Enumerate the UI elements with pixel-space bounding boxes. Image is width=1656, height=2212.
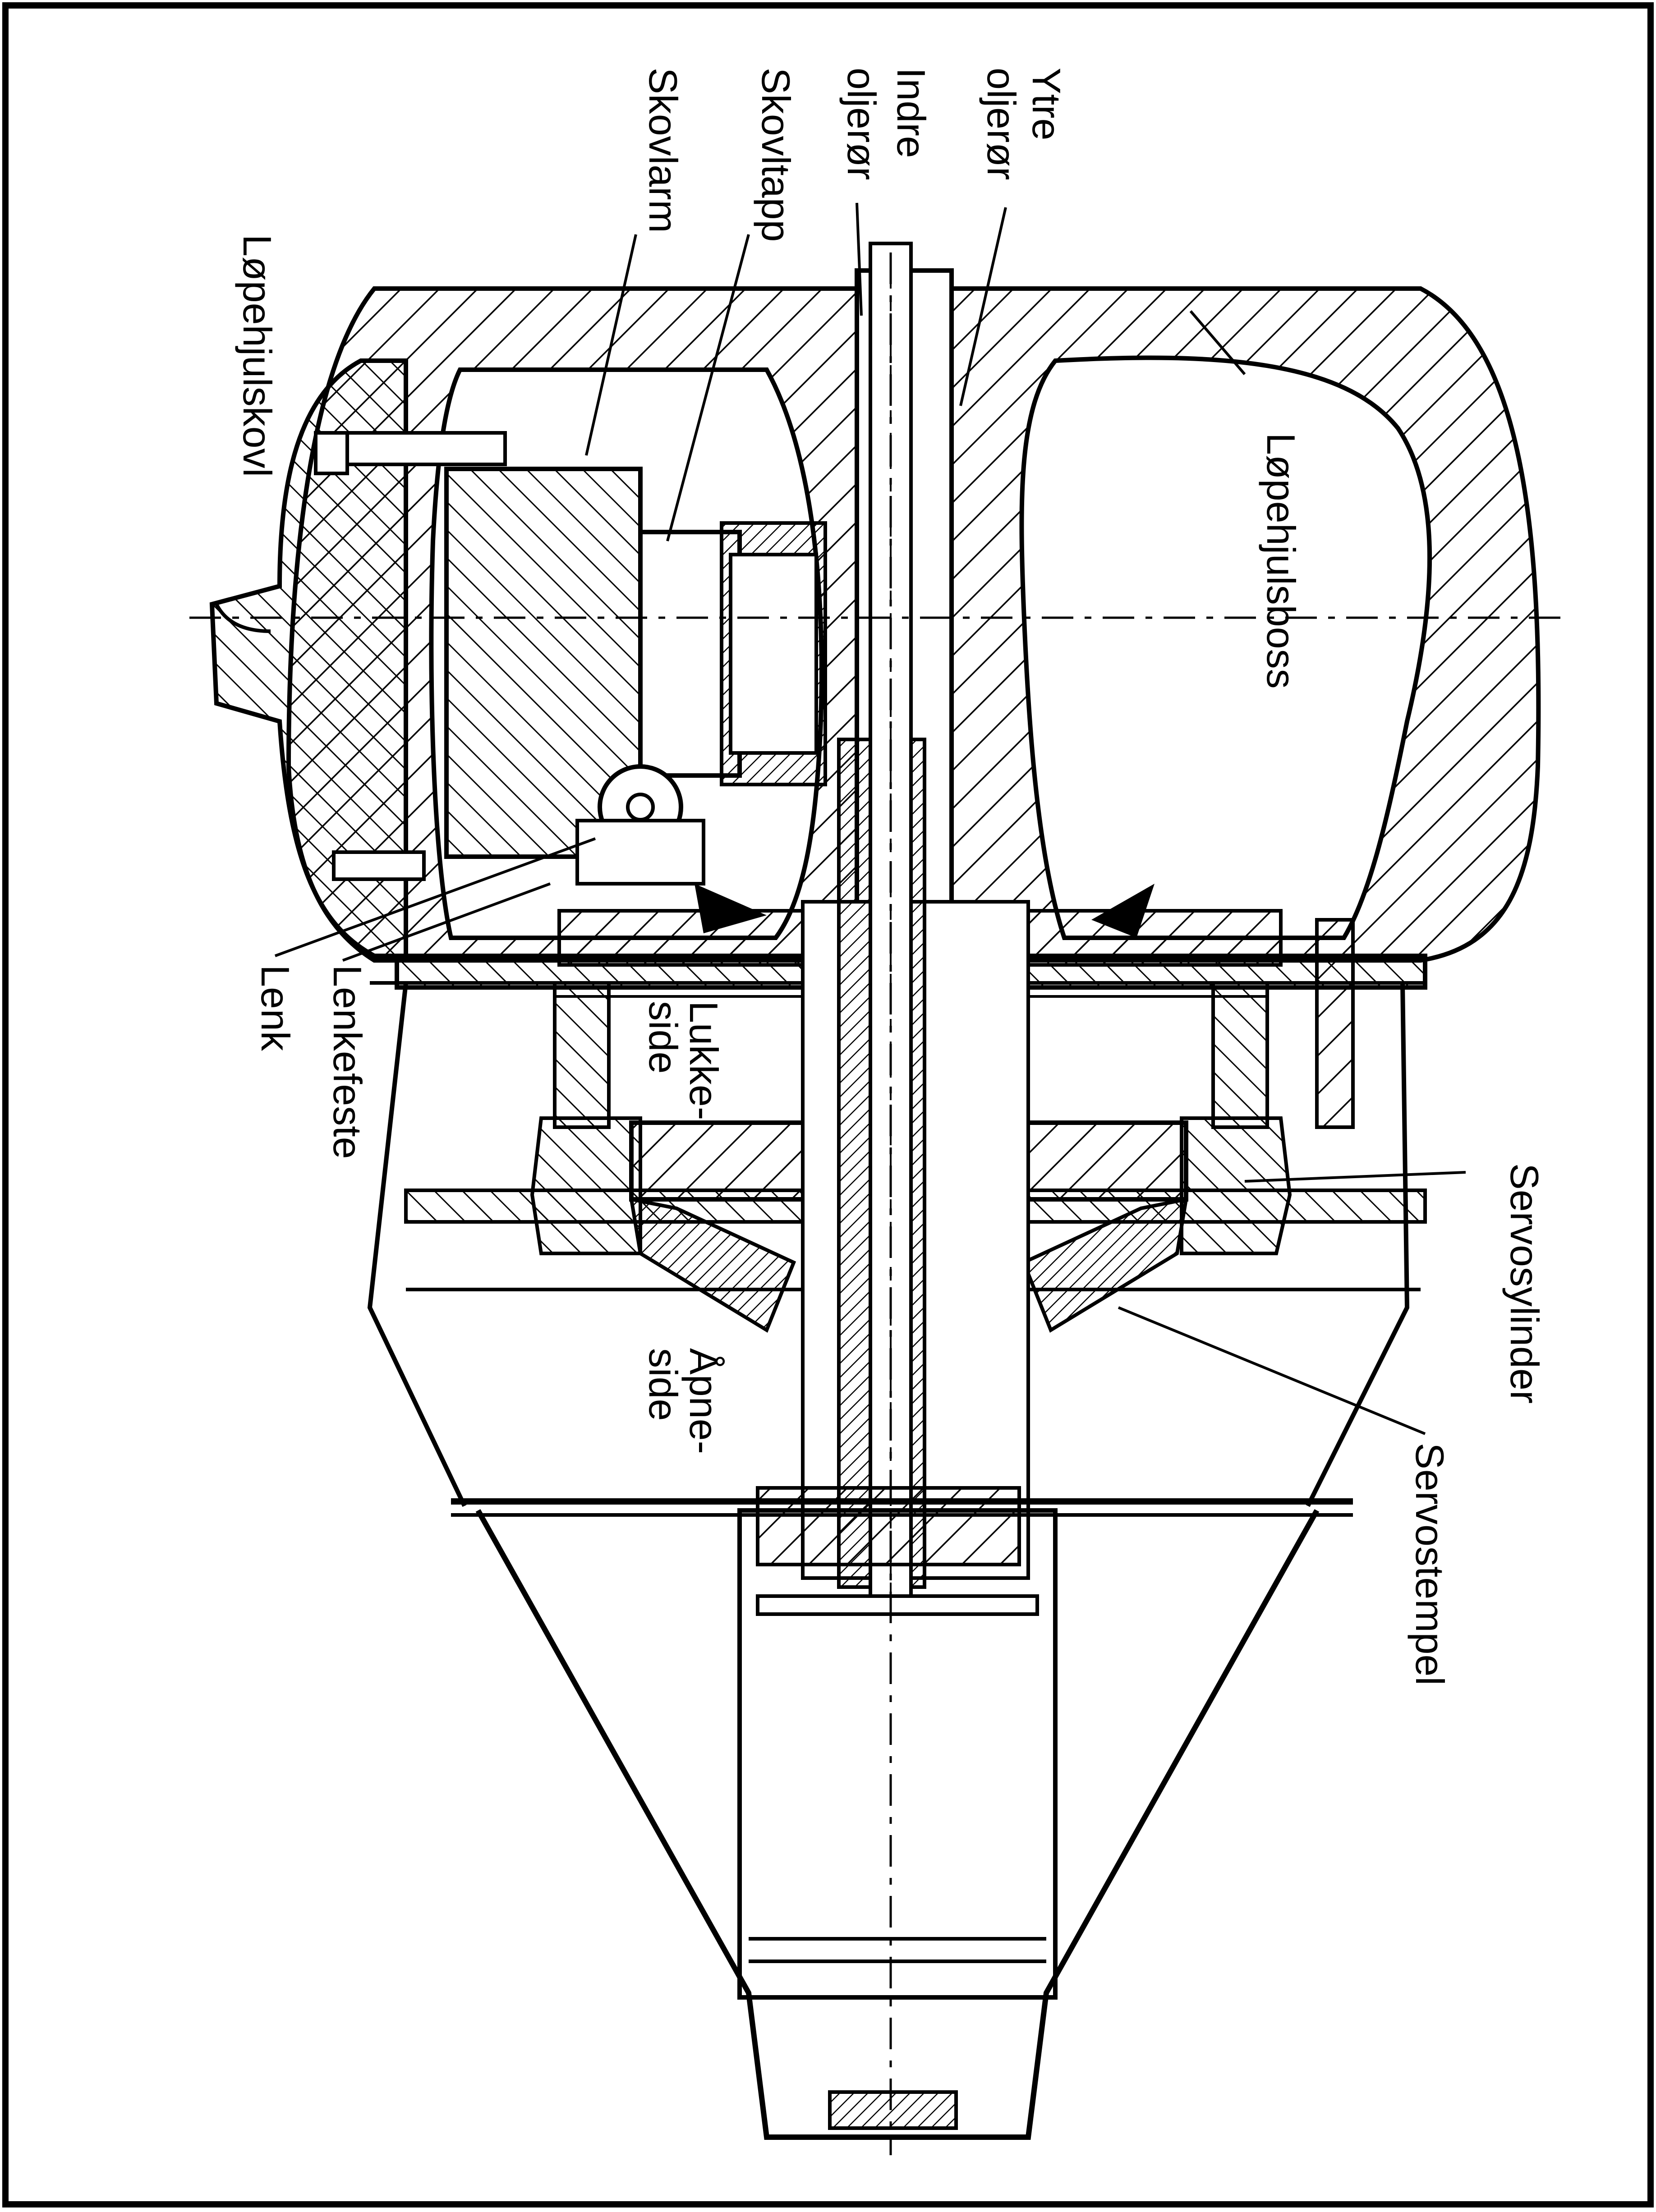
nose-cone — [451, 1498, 1353, 2140]
label-lukkeside-2: side — [641, 1001, 685, 1074]
label-servosylinder: Servosylinder — [1502, 1163, 1547, 1404]
runner-blade — [209, 358, 507, 958]
link-pin — [575, 764, 705, 886]
label-lukkeside-1: Lukke- — [681, 1001, 726, 1120]
label-skovltapp: Skovltapp — [754, 68, 798, 242]
label-indre-2: oljerør — [839, 68, 884, 180]
label-servostempel: Servostempel — [1408, 1443, 1452, 1685]
oil-pipes — [756, 242, 1030, 1598]
label-apneside-2: side — [641, 1348, 685, 1421]
label-lopehjulsboss: Løpehjulsboss — [1259, 433, 1303, 688]
label-skovlarm: Skovlarm — [641, 68, 685, 233]
labels: Ytre oljerør Indre oljerør Skovltapp Sko… — [235, 68, 1547, 1685]
label-apneside-1: Åpne- — [681, 1348, 726, 1454]
leader-lines — [274, 202, 1466, 1435]
label-lopehjulskovl: Løpehjulskovl — [235, 234, 280, 477]
label-ytre-2: oljerør — [979, 68, 1024, 180]
label-indre-1: Indre — [889, 68, 934, 158]
label-lenkefeste: Lenkefeste — [325, 965, 370, 1159]
label-ytre-1: Ytre — [1024, 68, 1069, 140]
label-lenk: Lenk — [253, 965, 298, 1051]
